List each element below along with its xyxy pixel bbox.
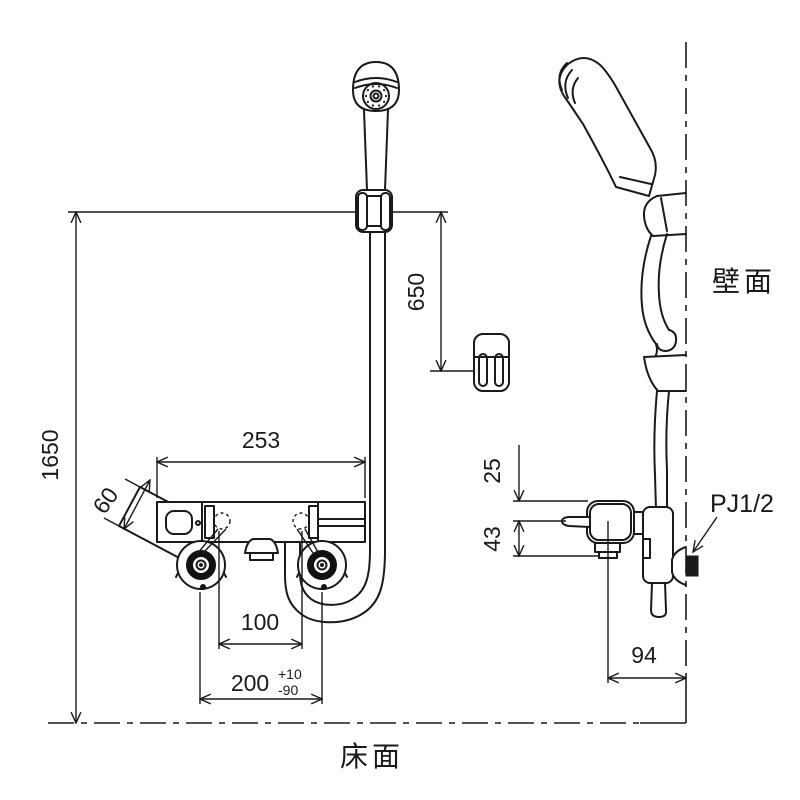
dim-25-label: 25	[479, 458, 505, 484]
upper-holder-front	[355, 189, 393, 233]
faucet-body-front	[156, 501, 366, 543]
lower-holder-front	[473, 333, 510, 392]
floor-label: 床面	[340, 741, 404, 772]
dim-25: 25	[479, 445, 588, 522]
dim-100-label: 100	[241, 609, 279, 635]
pj-threaded-nipple	[685, 555, 699, 577]
faucet-side	[561, 500, 699, 683]
spray-face	[362, 82, 390, 110]
pj-label: PJ1/2	[710, 490, 774, 518]
index-dot	[195, 520, 201, 526]
shower-head-side	[558, 57, 657, 197]
lower-holder-side	[643, 354, 687, 392]
spout-front	[244, 538, 279, 561]
faucet-body-rect	[156, 501, 366, 543]
wall-bracket-side	[642, 506, 674, 584]
dim-60-label: 60	[87, 482, 123, 518]
temperature-dial	[165, 510, 193, 535]
dim-200: 200 +10 -90	[200, 592, 322, 704]
dim-253-label: 253	[242, 427, 280, 453]
dim-94: 94	[608, 642, 686, 678]
dim-200-label: 200	[231, 670, 269, 696]
pj-callout: PJ1/2	[693, 490, 774, 552]
dim-253: 253	[157, 427, 365, 498]
dim-43: 43	[479, 521, 600, 556]
wall-label: 壁面	[712, 266, 776, 297]
upper-holder-side	[642, 192, 687, 237]
dim-200-tol-minus: -90	[278, 682, 298, 698]
dim-650-label: 650	[403, 273, 429, 311]
spray-nozzles	[364, 85, 388, 107]
dim-1650-label: 1650	[37, 429, 63, 480]
dim-94-label: 94	[631, 642, 657, 668]
dim-1650: 1650	[37, 212, 76, 723]
left-mount-collar	[204, 505, 215, 539]
shower-hose-side	[640, 233, 678, 618]
shower-head-front	[352, 61, 400, 191]
dim-43-label: 43	[479, 526, 505, 552]
wall-flange-side	[671, 546, 687, 586]
left-leg-fitting	[175, 540, 227, 590]
dim-650: 650	[403, 212, 473, 371]
dim-100: 100	[219, 531, 302, 649]
right-leg-fitting	[296, 540, 348, 590]
lever-side	[561, 516, 591, 528]
handle-body-side	[586, 500, 635, 544]
dim-200-tol-plus: +10	[278, 666, 302, 682]
wall-pipe-positions	[196, 512, 320, 555]
